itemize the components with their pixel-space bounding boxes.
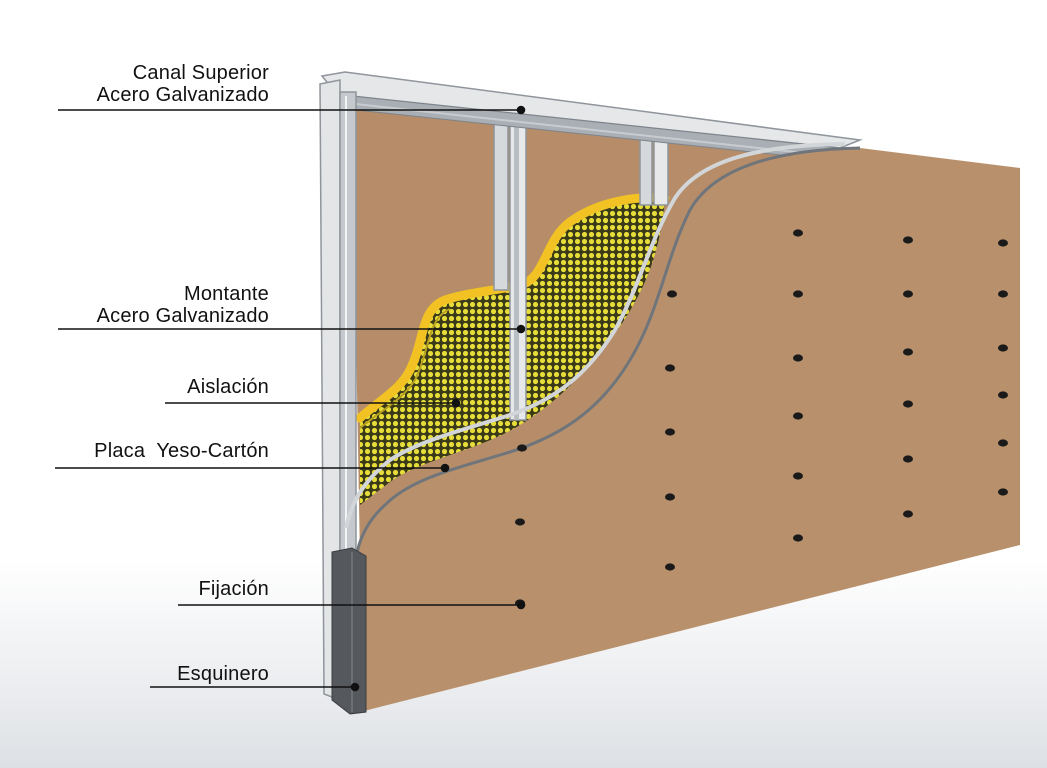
screw-16 xyxy=(665,493,675,501)
label-gypsum-board: Placa Yeso-Cartón xyxy=(94,440,269,462)
screw-9 xyxy=(903,348,913,356)
screw-7 xyxy=(665,364,675,372)
screw-12 xyxy=(665,428,675,436)
gypsum-board-front xyxy=(344,142,1020,712)
screw-1 xyxy=(903,236,913,244)
screw-17 xyxy=(793,472,803,480)
screw-23 xyxy=(998,488,1008,496)
screw-10 xyxy=(998,344,1008,352)
screw-21 xyxy=(793,534,803,542)
label-top-track: Canal Superior Acero Galvanizado xyxy=(97,62,269,106)
screw-0 xyxy=(793,229,803,237)
screw-22 xyxy=(903,510,913,518)
screw-11 xyxy=(517,444,527,452)
screw-3 xyxy=(667,290,677,298)
screw-18 xyxy=(903,455,913,463)
screw-8 xyxy=(793,354,803,362)
steel-studs xyxy=(493,111,669,421)
screw-19 xyxy=(998,439,1008,447)
label-stud: Montante Acero Galvanizado xyxy=(97,283,269,327)
fastener-screws xyxy=(515,229,1008,607)
screw-4 xyxy=(793,290,803,298)
screw-2 xyxy=(998,239,1008,247)
label-top-track-line1: Canal Superior xyxy=(132,62,269,84)
screw-13 xyxy=(793,412,803,420)
screw-15 xyxy=(998,391,1008,399)
leader-lines xyxy=(55,105,526,692)
screw-14 xyxy=(903,400,913,408)
label-stud-line2: Acero Galvanizado xyxy=(96,305,269,327)
label-top-track-line2: Acero Galvanizado xyxy=(96,84,269,106)
label-fastener: Fijación xyxy=(198,578,269,600)
corner-bead xyxy=(331,547,367,715)
label-corner-bead: Esquinero xyxy=(177,663,269,685)
label-stud-line1: Montante xyxy=(184,283,269,305)
screw-5 xyxy=(903,290,913,298)
screw-24 xyxy=(665,563,675,571)
screw-20 xyxy=(515,518,525,526)
label-insulation: Aislación xyxy=(187,376,269,398)
screw-6 xyxy=(998,290,1008,298)
